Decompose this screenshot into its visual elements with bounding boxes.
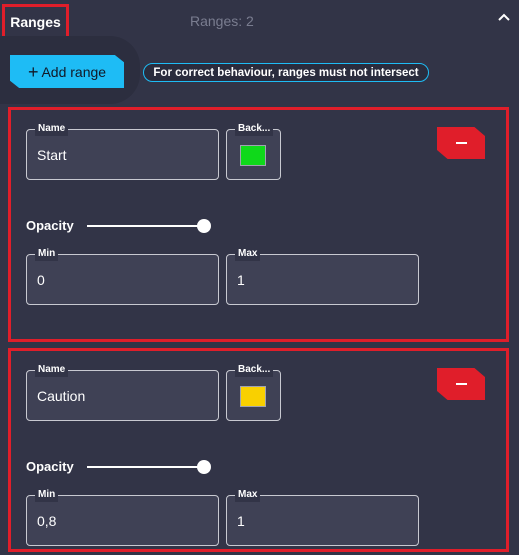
- name-field[interactable]: Name Caution: [26, 363, 219, 421]
- intersect-hint-badge: For correct behaviour, ranges must not i…: [143, 63, 429, 82]
- background-field-label: Back...: [235, 363, 274, 377]
- minus-icon: [455, 383, 467, 385]
- add-range-button[interactable]: + Add range: [10, 55, 124, 88]
- slider-thumb[interactable]: [197, 460, 211, 474]
- opacity-label: Opacity: [26, 459, 74, 474]
- add-range-label: Add range: [41, 63, 107, 80]
- color-swatch[interactable]: [240, 386, 266, 407]
- name-value: Caution: [37, 387, 86, 404]
- slider-track: [87, 225, 204, 227]
- min-field[interactable]: Min 0: [26, 247, 219, 305]
- max-field-label: Max: [235, 488, 261, 502]
- minus-icon: [455, 142, 467, 144]
- max-field[interactable]: Max 1: [226, 488, 419, 546]
- section-title: Ranges: [2, 4, 69, 39]
- max-value: 1: [237, 271, 245, 288]
- slider-thumb[interactable]: [197, 219, 211, 233]
- collapse-button[interactable]: [494, 9, 514, 25]
- opacity-slider[interactable]: [87, 219, 211, 233]
- opacity-label: Opacity: [26, 218, 74, 233]
- plus-icon: +: [27, 61, 39, 82]
- name-field-label: Name: [35, 363, 69, 377]
- min-field[interactable]: Min 0,8: [26, 488, 219, 546]
- max-field[interactable]: Max 1: [226, 247, 419, 305]
- name-field[interactable]: Name Start: [26, 122, 219, 180]
- name-field-label: Name: [35, 122, 69, 136]
- min-value: 0: [37, 271, 45, 288]
- remove-range-button[interactable]: [437, 368, 485, 400]
- chevron-up-icon: [498, 13, 510, 21]
- opacity-slider[interactable]: [87, 460, 211, 474]
- max-field-label: Max: [235, 247, 261, 261]
- slider-track: [87, 466, 204, 468]
- min-field-label: Min: [35, 488, 59, 502]
- name-value: Start: [37, 146, 67, 163]
- remove-range-button[interactable]: [437, 127, 485, 159]
- range-card: Name Start Back... Opacity Min 0 Max 1: [8, 107, 509, 342]
- background-field-label: Back...: [235, 122, 274, 136]
- min-value: 0,8: [37, 512, 57, 529]
- background-color-field[interactable]: Back...: [226, 122, 281, 180]
- min-field-label: Min: [35, 247, 59, 261]
- color-swatch[interactable]: [240, 145, 266, 166]
- ranges-count: Ranges: 2: [190, 13, 254, 29]
- max-value: 1: [237, 512, 245, 529]
- range-card: Name Caution Back... Opacity Min 0,8 Max…: [8, 348, 509, 552]
- background-color-field[interactable]: Back...: [226, 363, 281, 421]
